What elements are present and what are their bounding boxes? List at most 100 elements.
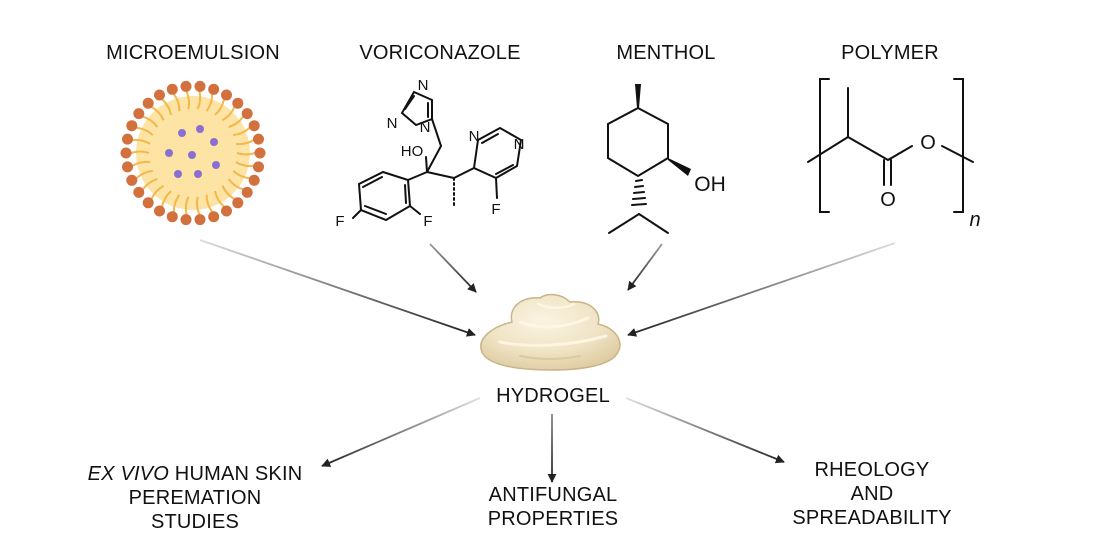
surfactant-head	[154, 89, 165, 101]
n-atom: N	[469, 128, 480, 145]
fluorine-label: F	[335, 213, 344, 230]
antifungal-properties-label: ANTIFUNGAL PROPERTIES	[453, 483, 653, 531]
n-atom: N	[387, 115, 398, 132]
hydroxyl-label: OH	[694, 173, 726, 196]
rheology-line2: AND	[850, 483, 894, 505]
surfactant-head	[253, 161, 264, 173]
voriconazole-label: VORICONAZOLE	[359, 42, 521, 64]
surfactant-heads	[120, 80, 266, 226]
surfactant-tail	[228, 115, 245, 129]
surfactant-tail	[135, 169, 153, 179]
surfactant-tail	[150, 106, 165, 121]
surfactant-tail	[235, 139, 255, 146]
surfactant-tail	[214, 99, 225, 116]
arrow-microemulsion-to-hydrogel	[199, 239, 476, 337]
rheology-line3: SPREADABILITY	[792, 507, 952, 529]
surfactant-head	[241, 108, 253, 120]
drug-molecule	[178, 129, 186, 137]
surfactant-tail	[221, 106, 236, 122]
voriconazole-structure-icon	[352, 90, 523, 222]
surfactant-tail	[221, 185, 236, 200]
menthol-label: MENTHOL	[616, 42, 716, 64]
surfactant-tail	[136, 126, 154, 136]
arrow-hydrogel-to-permeation	[321, 397, 481, 467]
hydrogel-icon	[480, 293, 621, 371]
polymer-label: POLYMER	[841, 42, 939, 64]
permeation-line3: STUDIES	[150, 511, 240, 533]
surfactant-head	[232, 97, 244, 109]
arrow-menthol-to-hydrogel	[627, 243, 663, 291]
surfactant-tail	[232, 170, 250, 180]
drug-molecule	[194, 170, 202, 178]
permeation-studies-label: EX VIVO HUMAN SKIN PEREMATION STUDIES	[55, 462, 335, 534]
repeat-unit-n: n	[969, 209, 980, 231]
arrows	[199, 239, 896, 483]
oxygen-label: O	[920, 132, 936, 154]
antifungal-line2: PROPERTIES	[487, 508, 619, 530]
surfactant-head	[126, 120, 138, 132]
surfactant-head	[122, 133, 133, 145]
surfactant-tail	[196, 91, 202, 110]
surfactant-head	[180, 214, 192, 226]
surfactant-tail	[227, 178, 244, 191]
surfactant-head	[221, 89, 232, 101]
surfactant-tail	[205, 93, 214, 112]
drug-molecule	[196, 125, 204, 133]
surfactant-tail	[172, 93, 181, 112]
microemulsion-label: MICROEMULSION	[106, 42, 280, 64]
surfactant-head	[232, 197, 244, 209]
drug-molecule	[212, 161, 220, 169]
ex-vivo-text: EX VIVO	[87, 463, 170, 485]
surfactant-head	[194, 80, 206, 92]
drug-molecules	[165, 125, 220, 178]
drug-molecule	[188, 151, 196, 159]
n-atom: N	[514, 136, 525, 153]
surfactant-head	[248, 174, 260, 186]
surfactant-head	[166, 83, 178, 95]
rheology-line1: RHEOLOGY	[814, 459, 930, 481]
surfactant-tail	[184, 196, 190, 215]
surfactant-tail	[235, 161, 254, 168]
surfactant-head	[208, 211, 220, 223]
surfactant-tail	[233, 127, 251, 137]
surfactant-tail	[130, 150, 150, 154]
surfactant-head	[166, 211, 178, 223]
surfactant-head	[194, 214, 206, 226]
surfactant-tail	[132, 138, 151, 145]
fluorine-label: F	[423, 213, 432, 230]
rheology-spreadability-label: RHEOLOGY AND SPREADABILITY	[762, 458, 982, 530]
surfactant-tail	[142, 115, 159, 128]
surfactant-tail	[205, 194, 214, 213]
surfactant-head	[133, 108, 145, 120]
antifungal-line1: ANTIFUNGAL	[488, 484, 618, 506]
surfactant-head	[142, 97, 154, 109]
surfactant-head	[253, 133, 264, 145]
surfactant-tail	[131, 160, 151, 167]
drug-molecule	[165, 149, 173, 157]
permeation-line2: PEREMATION	[128, 487, 262, 509]
surfactant-tail	[185, 90, 191, 110]
surfactant-head	[248, 120, 260, 132]
surfactant-tail	[214, 190, 225, 208]
surfactant-tail	[195, 196, 201, 216]
surfactant-tail	[236, 152, 256, 156]
n-atom: N	[420, 119, 431, 136]
hydrogel-label: HYDROGEL	[496, 385, 610, 407]
polymer-structure-icon	[807, 78, 974, 213]
voriconazole-labels: N N N HO N N F F F	[335, 77, 524, 230]
surfactant-head	[122, 161, 133, 173]
microemulsion-icon	[120, 80, 266, 226]
surfactant-head	[126, 174, 138, 186]
arrow-voriconazole-to-hydrogel	[429, 243, 477, 293]
surfactant-head	[254, 147, 266, 159]
surfactant-head	[120, 147, 132, 159]
surfactant-head	[241, 186, 253, 198]
surfactant-head	[208, 83, 220, 95]
surfactant-tails	[130, 90, 256, 216]
surfactant-tail	[172, 194, 181, 213]
n-atom: N	[418, 77, 429, 94]
human-skin-text: HUMAN SKIN	[169, 463, 303, 485]
surfactant-tail	[150, 184, 165, 200]
hydroxyl-label: HO	[401, 143, 424, 160]
